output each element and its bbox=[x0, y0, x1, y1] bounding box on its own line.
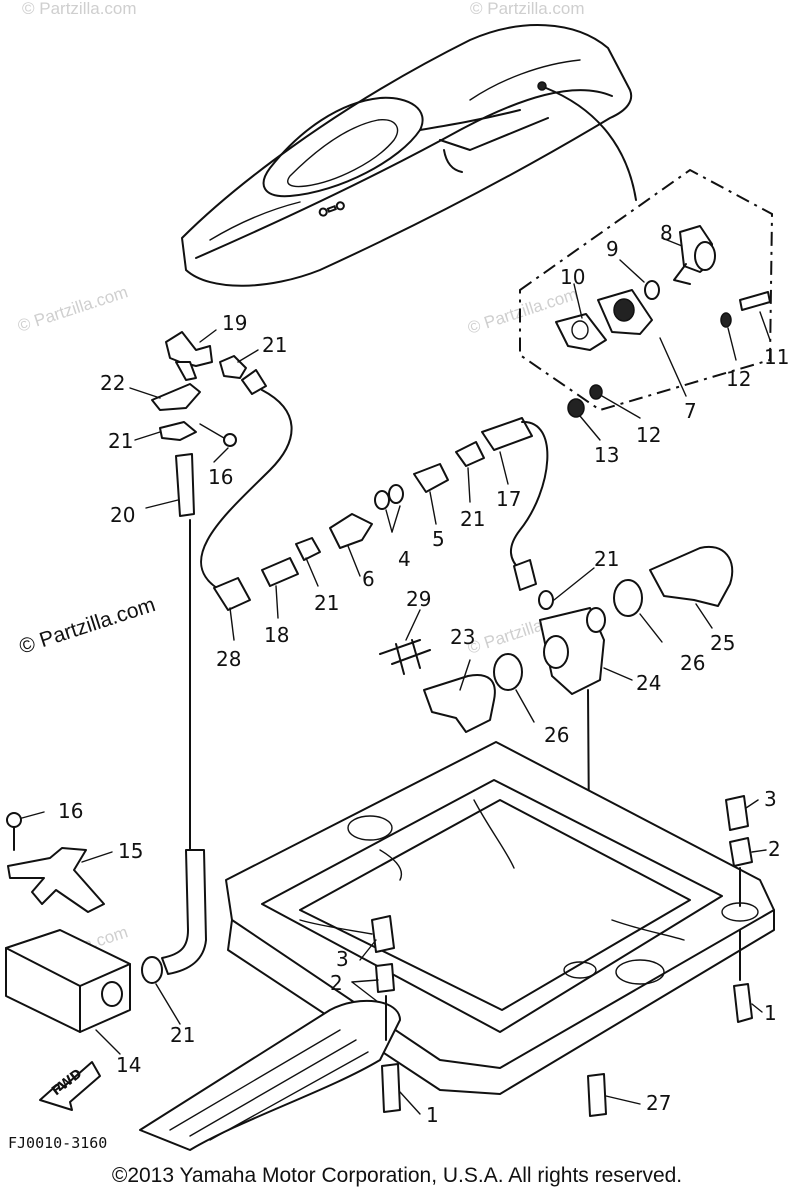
callout-11: 11 bbox=[764, 345, 789, 369]
part-29-clip bbox=[379, 639, 431, 675]
part-26-clamp bbox=[613, 579, 643, 617]
callout-10: 10 bbox=[560, 265, 585, 289]
fuel-sender-group-outline bbox=[519, 168, 774, 412]
part-16-screw bbox=[6, 812, 22, 828]
hose-end bbox=[241, 369, 267, 395]
part-2-bolt bbox=[375, 963, 395, 993]
hose-end-17 bbox=[513, 559, 537, 591]
callout-24: 24 bbox=[636, 671, 661, 695]
callout-20: 20 bbox=[110, 503, 135, 527]
callout-6: 6 bbox=[362, 567, 375, 591]
callout-7: 7 bbox=[684, 399, 697, 423]
part-20-hose bbox=[175, 453, 195, 517]
part-23-elbow bbox=[423, 674, 496, 733]
part-14-box bbox=[5, 929, 131, 1033]
callout-9: 9 bbox=[606, 237, 619, 261]
callout-19: 19 bbox=[222, 311, 247, 335]
part-9-oring bbox=[644, 280, 660, 300]
part-21-clip bbox=[141, 956, 163, 984]
callout-29: 29 bbox=[406, 587, 431, 611]
copyright-footer: ©2013 Yamaha Motor Corporation, U.S.A. A… bbox=[111, 1164, 683, 1187]
callout-27: 27 bbox=[646, 1091, 671, 1115]
part-26-clamp bbox=[493, 653, 523, 691]
callout-28: 28 bbox=[216, 647, 241, 671]
watermark-text: © Partzilla.com bbox=[15, 282, 130, 335]
part-19-elbow bbox=[165, 331, 213, 381]
fuel-line-chain bbox=[213, 417, 533, 611]
part-15-bracket bbox=[7, 847, 105, 913]
callout-21: 21 bbox=[108, 429, 133, 453]
leader-lines bbox=[21, 237, 771, 1115]
callout-4: 4 bbox=[398, 547, 411, 571]
part-27-bolt bbox=[587, 1073, 607, 1117]
partzilla-watermark: © Partzilla.com bbox=[16, 593, 158, 659]
callout-21: 21 bbox=[594, 547, 619, 571]
watermark-text: © Partzilla.com bbox=[22, 0, 137, 18]
drain-hose bbox=[161, 849, 207, 975]
callout-3: 3 bbox=[764, 787, 777, 811]
diagram-code: FJ0010-3160 bbox=[8, 1134, 107, 1152]
callout-14: 14 bbox=[116, 1053, 141, 1077]
callout-16: 16 bbox=[58, 799, 83, 823]
callout-13: 13 bbox=[594, 443, 619, 467]
callout-5: 5 bbox=[432, 527, 445, 551]
callout-21: 21 bbox=[262, 333, 287, 357]
callout-3: 3 bbox=[336, 947, 349, 971]
callout-2: 2 bbox=[330, 971, 343, 995]
hull-frame bbox=[225, 741, 775, 1095]
part-22-clamp bbox=[151, 383, 201, 411]
callouts: 19 21 22 21 16 20 28 18 21 6 4 5 21 17 2… bbox=[58, 221, 789, 1127]
part-10-plate bbox=[555, 289, 653, 351]
deck-shell: ○▭○ bbox=[181, 24, 637, 287]
part-3-collar bbox=[725, 795, 749, 831]
callout-22: 22 bbox=[100, 371, 125, 395]
callout-12: 12 bbox=[726, 367, 751, 391]
part-24-valve bbox=[539, 607, 605, 695]
part-2-bolt bbox=[729, 837, 753, 867]
part-21-clip bbox=[159, 421, 197, 441]
callout-1: 1 bbox=[764, 1001, 777, 1025]
part-8-fitting bbox=[673, 225, 716, 285]
part-21-clip bbox=[538, 590, 554, 610]
part-13-nut bbox=[567, 398, 585, 418]
callout-26: 26 bbox=[680, 651, 705, 675]
callout-21: 21 bbox=[314, 591, 339, 615]
callout-18: 18 bbox=[264, 623, 289, 647]
callout-26: 26 bbox=[544, 723, 569, 747]
part-1-bolt bbox=[733, 983, 753, 1023]
callout-12: 12 bbox=[636, 423, 661, 447]
callout-25: 25 bbox=[710, 631, 735, 655]
callout-16: 16 bbox=[208, 465, 233, 489]
part-1-bolt bbox=[381, 1063, 401, 1113]
callout-2: 2 bbox=[768, 837, 781, 861]
callout-17: 17 bbox=[496, 487, 521, 511]
callout-23: 23 bbox=[450, 625, 475, 649]
part-12-nut bbox=[720, 312, 732, 328]
part-12-washer bbox=[589, 384, 603, 400]
part-16-screw bbox=[223, 433, 237, 447]
callout-1: 1 bbox=[426, 1103, 439, 1127]
part-25-hose bbox=[649, 545, 734, 607]
watermark-text: © Partzilla.com bbox=[470, 0, 585, 18]
part-3-collar bbox=[371, 915, 395, 953]
callout-15: 15 bbox=[118, 839, 143, 863]
fwd-arrow: FWD bbox=[39, 1061, 101, 1111]
callout-8: 8 bbox=[660, 221, 673, 245]
part-11-bolt bbox=[739, 291, 771, 311]
callout-21: 21 bbox=[170, 1023, 195, 1047]
callout-21: 21 bbox=[460, 507, 485, 531]
